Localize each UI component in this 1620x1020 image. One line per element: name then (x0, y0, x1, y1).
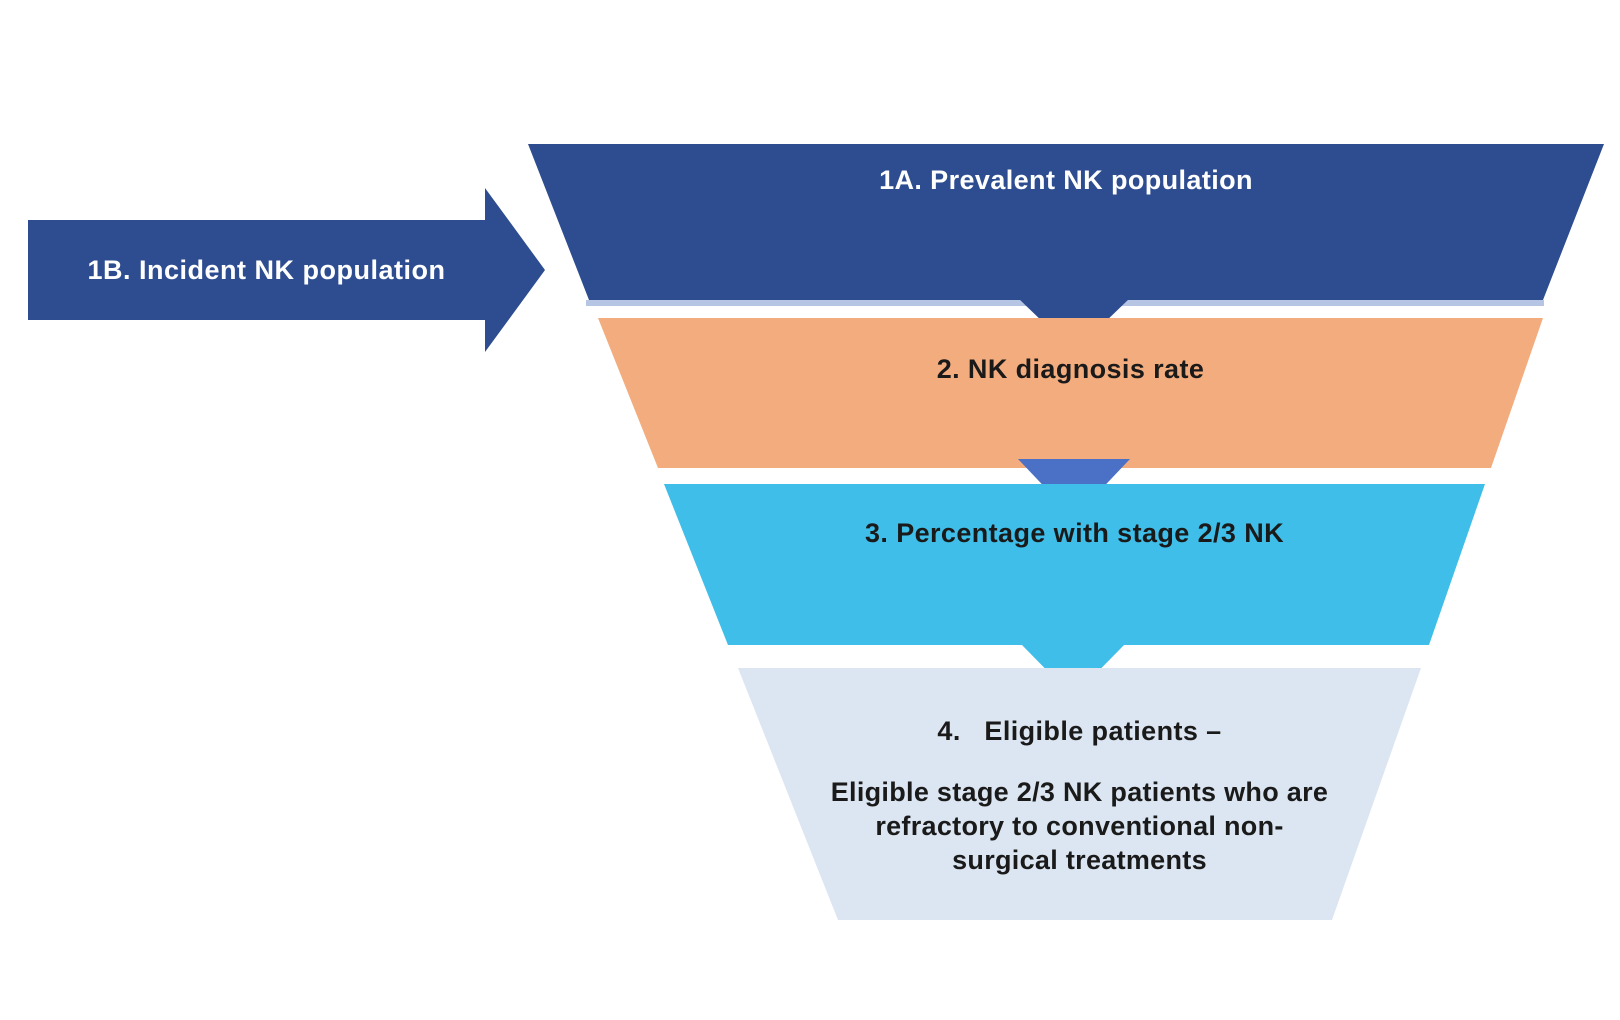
funnel-stage-3-stage23: 3. Percentage with stage 2/3 NK (664, 484, 1485, 645)
stage-3-label: 3. Percentage with stage 2/3 NK (864, 518, 1285, 548)
stage-4-description: Eligible stage 2/3 NK patients who are r… (831, 775, 1329, 877)
funnel-stage-2-diagnosis-rate: 2. NK diagnosis rate (598, 318, 1543, 468)
funnel-stage-1a-prevalent: 1A. Prevalent NK population (528, 144, 1604, 300)
stage-4-heading: 4. Eligible patients – (937, 716, 1222, 746)
incident-population-arrow: 1B. Incident NK population (28, 188, 545, 352)
stage-4-description-line-3: surgical treatments (952, 845, 1207, 875)
incident-population-arrow-label: 1B. Incident NK population (87, 254, 446, 285)
stage-1a-bottom-shadow (586, 300, 1544, 306)
stage-1a-label: 1A. Prevalent NK population (879, 165, 1253, 195)
stage-4-description-line-2: refractory to conventional non- (875, 811, 1284, 841)
funnel-stage-4-eligible: 4. Eligible patients – Eligible stage 2/… (738, 668, 1421, 920)
stage-4-description-line-1: Eligible stage 2/3 NK patients who are (830, 777, 1329, 807)
stage-2-label: 2. NK diagnosis rate (936, 354, 1205, 384)
